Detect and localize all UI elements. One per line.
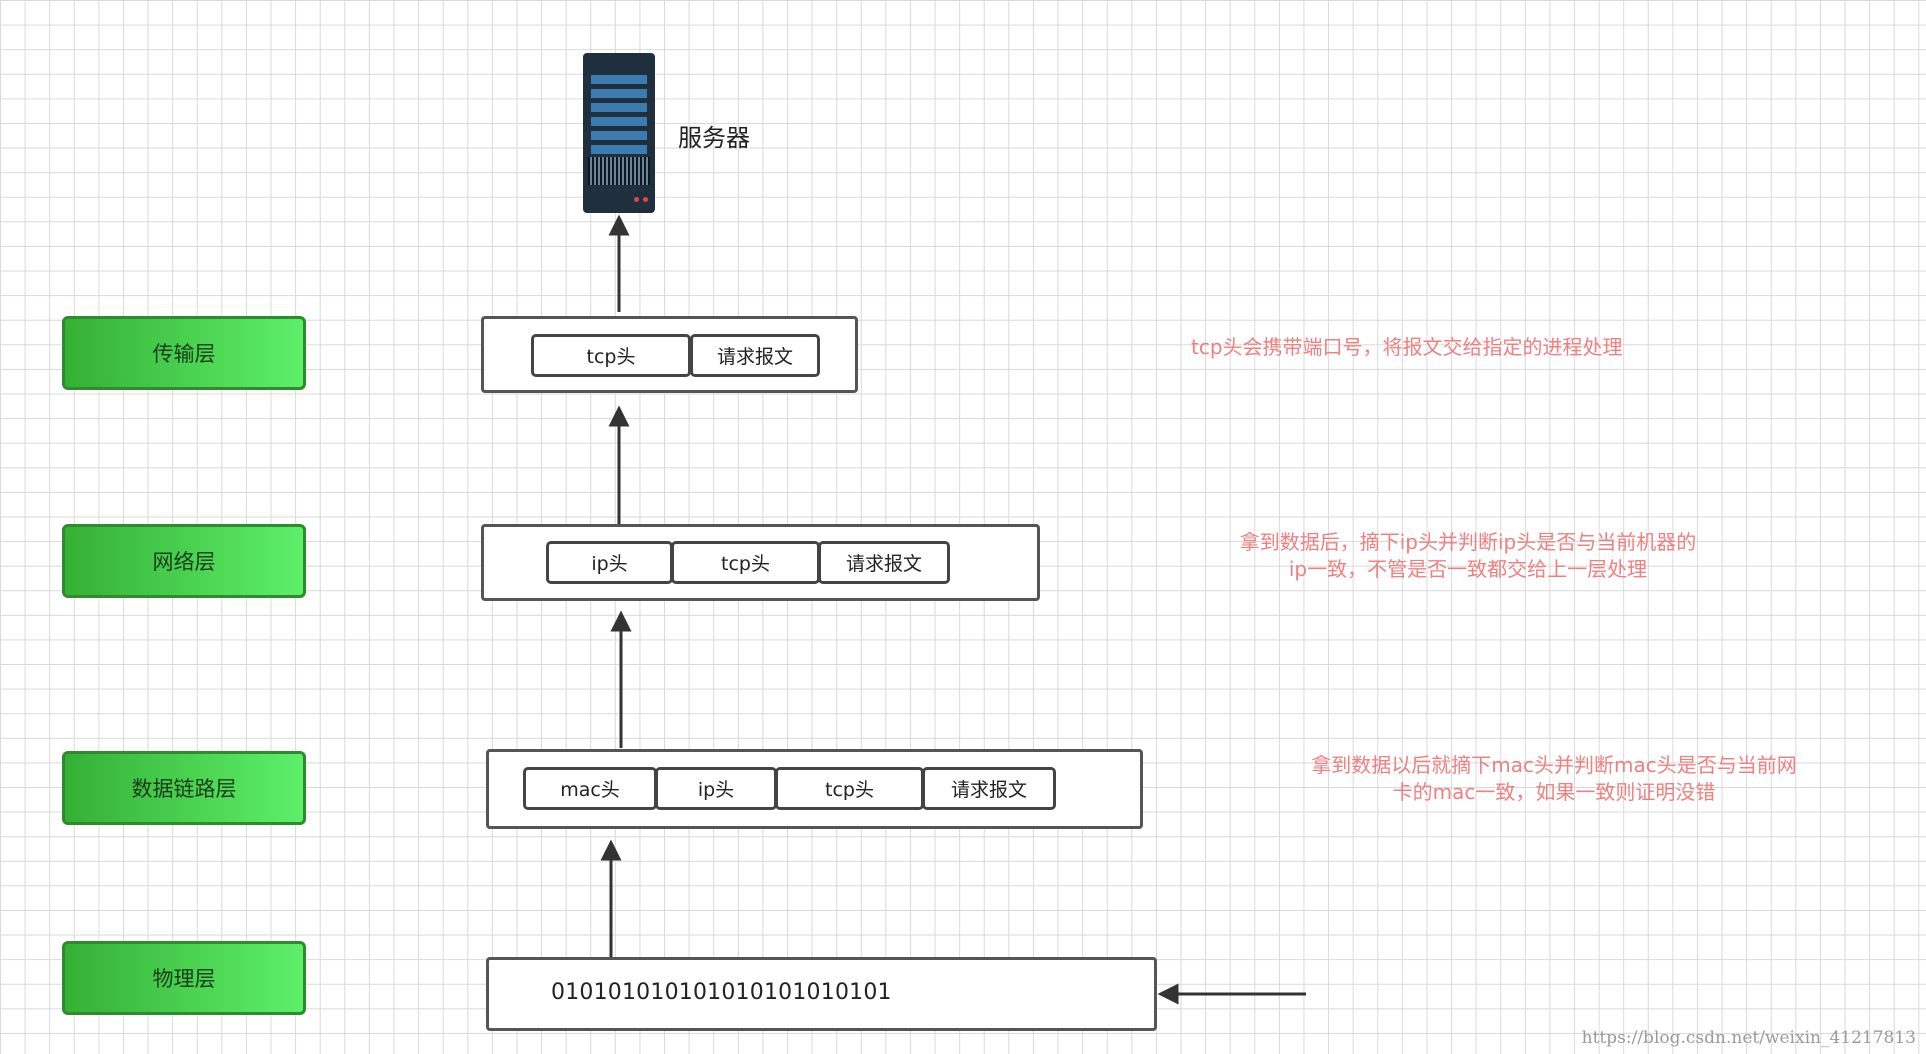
segment-request-message: 请求报文	[922, 767, 1056, 810]
server-label: 服务器	[678, 124, 750, 152]
segment-request-message: 请求报文	[818, 541, 950, 584]
layer-transport: 传输层	[62, 316, 306, 390]
segment-ip-header: ip头	[546, 541, 673, 584]
segment-tcp-header: tcp头	[671, 541, 820, 584]
segment-tcp-header: tcp头	[775, 767, 924, 810]
note-transport: tcp头会携带端口号，将报文交给指定的进程处理	[1191, 335, 1623, 359]
layer-physical: 物理层	[62, 941, 306, 1015]
segment-ip-header: ip头	[655, 767, 777, 810]
note-datalink: 拿到数据以后就摘下mac头并判断mac头是否与当前网 卡的mac一致，如果一致则…	[1261, 752, 1847, 806]
segment-request-message: 请求报文	[690, 334, 820, 377]
server-icon	[583, 53, 655, 213]
note-network: 拿到数据后，摘下ip头并判断ip头是否与当前机器的 ip一致，不管是否一致都交给…	[1190, 529, 1746, 583]
segment-mac-header: mac头	[523, 767, 657, 810]
packet-physical	[486, 957, 1157, 1031]
layer-network: 网络层	[62, 524, 306, 598]
watermark: https://blog.csdn.net/weixin_41217813	[1581, 1028, 1916, 1048]
layer-datalink: 数据链路层	[62, 751, 306, 825]
segment-tcp-header: tcp头	[531, 334, 691, 377]
note-datalink-line-2: 卡的mac一致，如果一致则证明没错	[1392, 780, 1716, 804]
note-datalink-line-1: 拿到数据以后就摘下mac头并判断mac头是否与当前网	[1311, 753, 1797, 777]
physical-bitstream: 010101010101010101010101	[551, 980, 892, 1005]
note-network-line-2: ip一致，不管是否一致都交给上一层处理	[1288, 557, 1648, 581]
note-network-line-1: 拿到数据后，摘下ip头并判断ip头是否与当前机器的	[1239, 530, 1697, 554]
